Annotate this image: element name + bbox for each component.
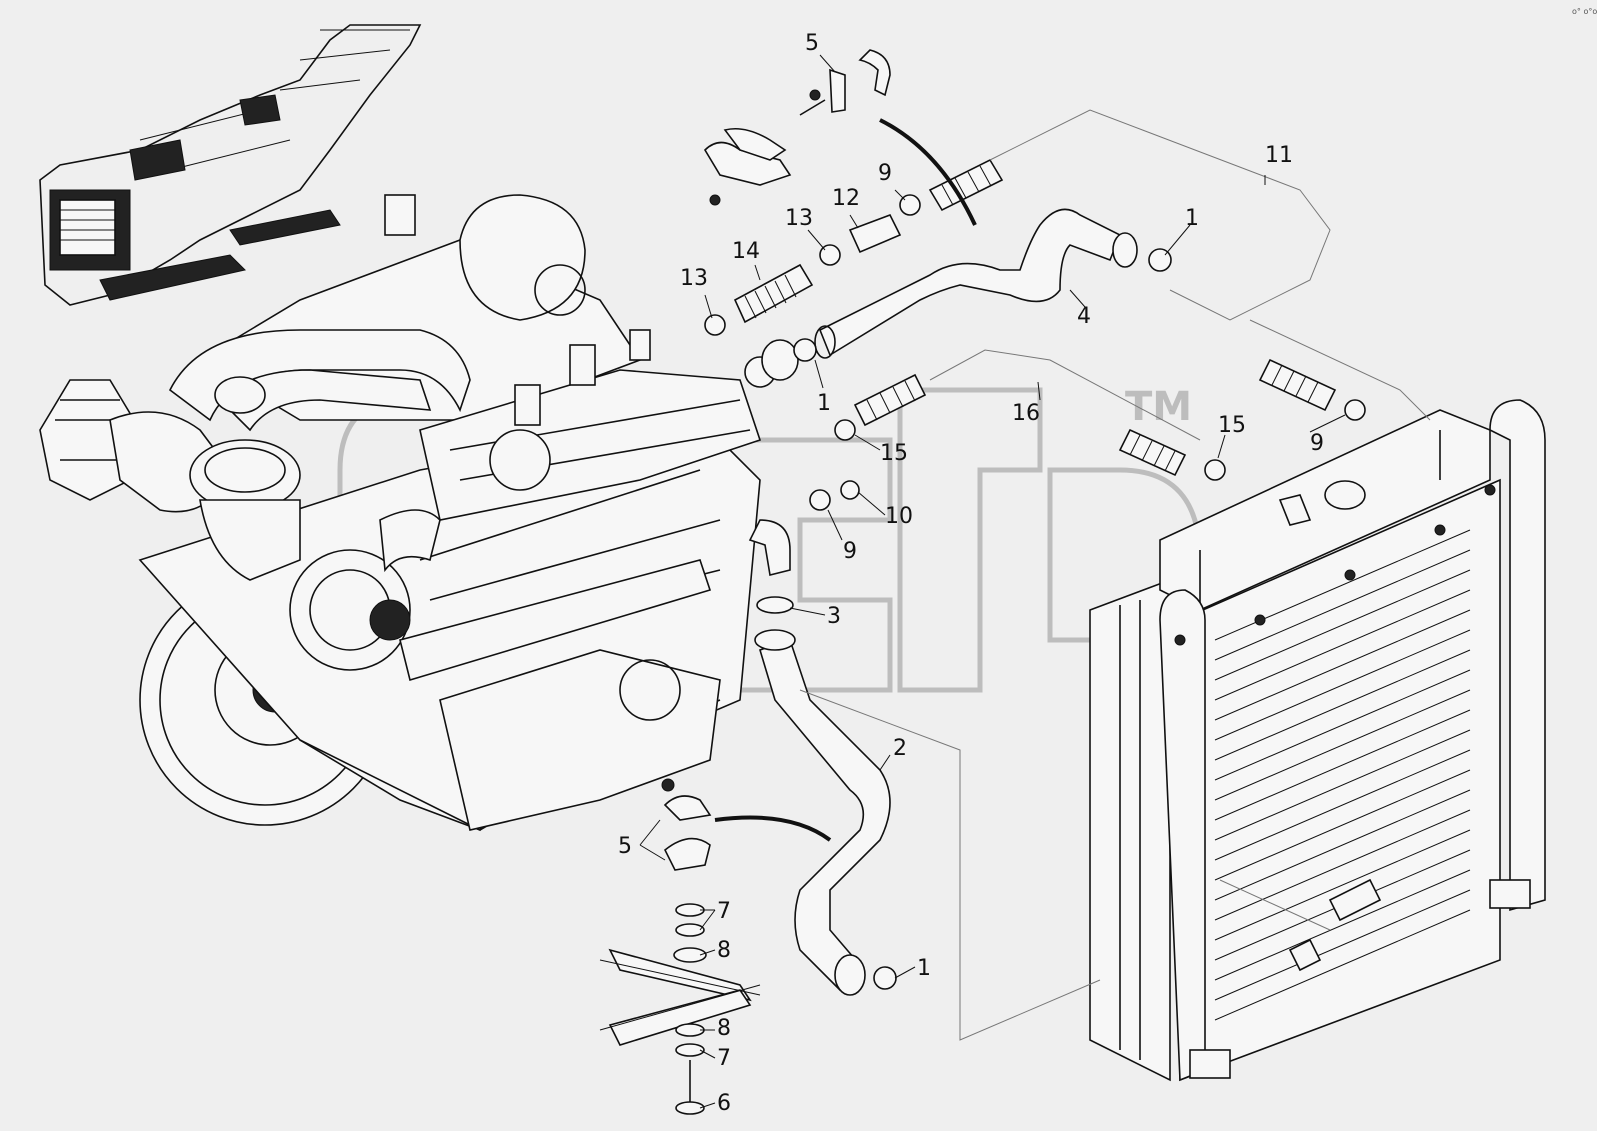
callout-12: 12: [832, 186, 860, 211]
callout-labels: 5 11 9 12 1 13 14 13 4 1 16 15 15 9 10 9…: [618, 31, 1324, 1116]
fitting-12: [848, 213, 902, 254]
clamp-1b: [793, 338, 817, 362]
callout-8-lower: 8: [717, 1016, 731, 1041]
radiator-right-pipe: [1489, 399, 1546, 912]
engine-assembly: [39, 194, 776, 832]
callout-4: 4: [1077, 304, 1091, 329]
bracket-5-lower: [661, 778, 832, 871]
callout-9-upper: 9: [878, 161, 892, 186]
phantom-outlines: [799, 109, 1431, 1041]
watermark-tm: TM: [1125, 384, 1192, 430]
radiator-cap: [1324, 480, 1366, 510]
mount-stack: [599, 903, 761, 1115]
outlet-flange: [761, 339, 799, 381]
callout-3: 3: [827, 604, 841, 629]
callout-13-right: 13: [785, 206, 813, 231]
injector: [569, 344, 596, 386]
corrugated-hose-right: [1258, 358, 1337, 412]
callout-9-right: 9: [1310, 431, 1324, 456]
hoses-and-clamps: [599, 49, 1366, 1115]
radiator-fins: [1214, 529, 1471, 1021]
callout-7-lower: 7: [717, 1046, 731, 1071]
callout-2: 2: [893, 736, 907, 761]
thermostat-housing: [459, 194, 586, 321]
callout-6: 6: [717, 1091, 731, 1116]
corrugated-hose-14: [733, 263, 814, 324]
callout-1-lower: 1: [917, 956, 931, 981]
corrugated-hose-upper: [928, 158, 1004, 212]
clamp-3: [756, 596, 794, 614]
hose-2: [759, 638, 891, 992]
callout-16: 16: [1012, 401, 1040, 426]
clamp-9b: [1344, 399, 1366, 421]
radiator-assembly: [1089, 399, 1546, 1082]
callout-14: 14: [732, 239, 760, 264]
svg-text:o° o°o: o° o°o: [1572, 7, 1597, 16]
callout-15-right: 15: [1218, 413, 1246, 438]
corrugated-hose-16: [853, 373, 927, 427]
clamp-15a: [834, 419, 856, 441]
callout-1-middle: 1: [817, 391, 831, 416]
callout-13-left: 13: [680, 266, 708, 291]
clamp-13a: [704, 314, 726, 336]
leader-lines: [639, 54, 1346, 1109]
callout-5-lower: 5: [618, 834, 632, 859]
corner-mark: o° o°o: [1572, 7, 1597, 16]
bracket-5-upper: [703, 49, 977, 226]
ring-10: [840, 480, 860, 500]
clamp-15b: [1204, 459, 1226, 481]
callout-11: 11: [1265, 143, 1293, 168]
callout-9-lower: 9: [843, 539, 857, 564]
turbocharger: [289, 549, 411, 671]
callout-15-left: 15: [880, 441, 908, 466]
hose-4-end: [1112, 232, 1138, 268]
machine-locator-thumbnail: [39, 24, 422, 306]
callout-1-upper-right: 1: [1185, 206, 1199, 231]
callout-5-upper: 5: [805, 31, 819, 56]
radiator-side-frame: [1089, 578, 1171, 1082]
callout-7-upper: 7: [717, 899, 731, 924]
callout-10: 10: [885, 504, 913, 529]
clamp-1c: [873, 966, 897, 990]
radiator-top-tank: [1159, 409, 1491, 611]
callout-8-upper: 8: [717, 938, 731, 963]
corrugated-hose-15: [1118, 428, 1187, 477]
clamp-9c: [809, 489, 831, 511]
